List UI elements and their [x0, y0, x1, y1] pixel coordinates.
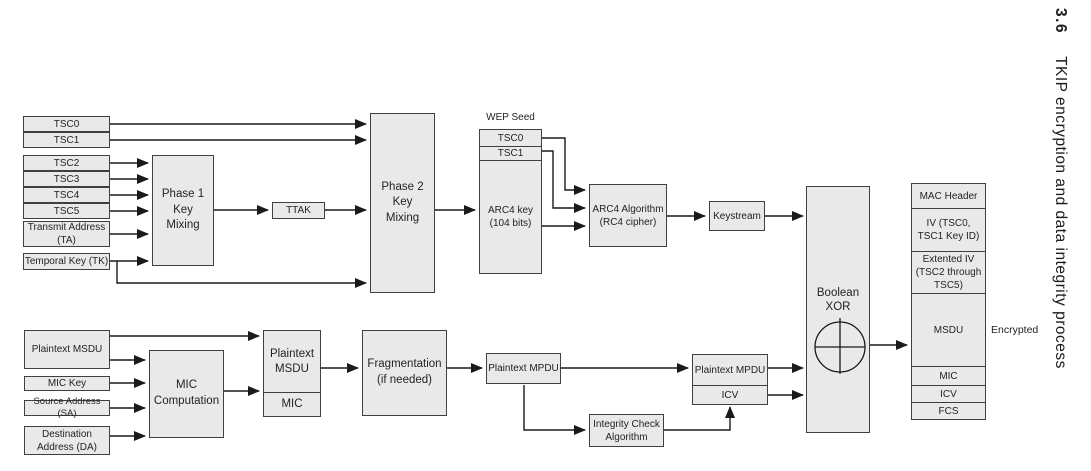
node-tsc3: TSC3	[23, 171, 110, 187]
output-msdu: MSDU	[912, 294, 985, 367]
node-arc4-algorithm: ARC4 Algorithm (RC4 cipher)	[589, 184, 667, 247]
xor-symbol-icon	[814, 318, 866, 374]
node-transmit-address: Transmit Address (TA)	[23, 221, 110, 247]
mpdu-icv-stack-mpdu: Plaintext MPDU	[693, 355, 767, 386]
output-extended-iv: Extented IV (TSC2 through TSC5)	[912, 252, 985, 294]
wep-seed-tsc1: TSC1	[480, 147, 541, 161]
wep-seed-label: WEP Seed	[486, 112, 535, 123]
node-phase1-key-mixing: Phase 1 Key Mixing	[152, 155, 214, 266]
node-tsc2: TSC2	[23, 155, 110, 171]
encrypted-label: Encrypted	[991, 324, 1039, 336]
output-mac-header: MAC Header	[912, 184, 985, 209]
output-icv: ICV	[912, 386, 985, 403]
node-ttak: TTAK	[272, 202, 325, 219]
output-fcs: FCS	[938, 405, 959, 417]
mpdu-icv-stack-icv: ICV	[721, 389, 739, 401]
output-mpdu-stack: MAC Header IV (TSC0, TSC1 Key ID) Extent…	[911, 183, 986, 420]
node-tsc0: TSC0	[23, 116, 110, 132]
boolean-xor-label: Boolean XOR	[816, 287, 860, 313]
mpdu-icv-stack: Plaintext MPDU ICV	[692, 354, 768, 405]
node-source-address: Source Address (SA)	[24, 396, 110, 419]
node-boolean-xor: Boolean XOR	[806, 186, 870, 433]
node-mic-computation: MIC Computation	[149, 350, 224, 438]
node-plaintext-msdu-input: Plaintext MSDU	[24, 330, 110, 369]
node-tsc4: TSC4	[23, 187, 110, 203]
node-temporal-key: Temporal Key (TK)	[23, 253, 110, 270]
figure-caption: 3.6TKIP encryption and data integrity pr…	[1050, 8, 1070, 369]
wep-seed-tsc0: TSC0	[480, 130, 541, 147]
node-plaintext-mpdu: Plaintext MPDU	[486, 353, 561, 384]
node-phase2-key-mixing: Phase 2 Key Mixing	[370, 113, 435, 293]
node-integrity-check-algorithm: Integrity Check Algorithm	[589, 414, 664, 447]
msdu-mic-stack: Plaintext MSDU MIC	[263, 330, 321, 417]
wep-seed-stack: TSC0 TSC1 ARC4 key (104 bits)	[479, 129, 542, 274]
node-tsc5: TSC5	[23, 203, 110, 219]
msdu-mic-stack-msdu: Plaintext MSDU	[264, 331, 320, 393]
node-mic-key: MIC Key	[24, 376, 110, 391]
wep-seed-arc4-key: ARC4 key (104 bits)	[487, 205, 533, 229]
caption-title: TKIP encryption and data integrity proce…	[1052, 56, 1069, 369]
node-destination-address: Destination Address (DA)	[24, 426, 110, 455]
msdu-mic-stack-mic: MIC	[281, 398, 303, 411]
output-iv: IV (TSC0, TSC1 Key ID)	[912, 209, 985, 252]
node-fragmentation: Fragmentation (if needed)	[362, 330, 447, 416]
node-keystream: Keystream	[709, 201, 765, 231]
output-mic: MIC	[912, 367, 985, 386]
node-tsc1: TSC1	[23, 132, 110, 148]
section-number: 3.6	[1052, 8, 1069, 35]
